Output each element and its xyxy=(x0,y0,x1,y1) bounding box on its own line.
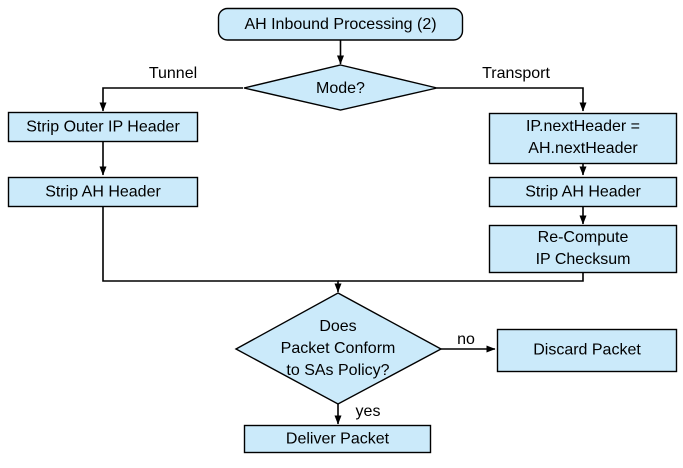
policy-decision-shape xyxy=(234,292,443,405)
edge-tunnel-branch-to-policy xyxy=(102,207,342,293)
mode-decision-label: Mode? xyxy=(316,80,365,97)
ip-next-header-shape xyxy=(488,112,678,165)
recompute-ip-checksum-label-line1: Re-Compute xyxy=(538,229,629,246)
strip-outer-ip-header-label: Strip Outer IP Header xyxy=(26,119,180,136)
node-mode-decision[interactable]: Mode? xyxy=(243,64,438,111)
node-strip-ah-header-tunnel[interactable]: Strip AH Header xyxy=(7,176,199,208)
start-node-label: AH Inbound Processing (2) xyxy=(244,16,436,33)
deliver-packet-label: Deliver Packet xyxy=(286,431,390,448)
node-ip-next-header[interactable]: IP.nextHeader = AH.nextHeader xyxy=(488,112,678,165)
node-deliver-packet[interactable]: Deliver Packet xyxy=(243,424,432,454)
strip-ah-header-tunnel-shape xyxy=(7,176,199,208)
policy-decision-label-line2: Packet Conform xyxy=(281,340,396,357)
node-start-ah-inbound-processing[interactable]: AH Inbound Processing (2) xyxy=(217,7,464,41)
discard-packet-label: Discard Packet xyxy=(533,342,641,359)
policy-decision-label-line3: to SAs Policy? xyxy=(286,362,389,379)
strip-ah-header-transport-shape xyxy=(488,176,678,208)
edge-mode-transport xyxy=(437,87,587,112)
deliver-packet-shape xyxy=(243,424,432,454)
edge-labels-layer: Tunnel Transport no yes xyxy=(149,65,551,420)
mode-decision-shape xyxy=(243,64,438,111)
edge-label-yes: yes xyxy=(356,403,381,420)
strip-ah-header-tunnel-label: Strip AH Header xyxy=(45,184,161,201)
ip-next-header-label-line2: AH.nextHeader xyxy=(528,140,638,157)
start-node-shape xyxy=(217,7,464,41)
edge-label-transport: Transport xyxy=(482,65,550,82)
recompute-ip-checksum-shape xyxy=(488,224,678,274)
edge-mode-tunnel xyxy=(99,87,243,112)
strip-outer-ip-header-shape xyxy=(7,111,199,143)
edge-recompute-to-merge xyxy=(338,272,584,282)
discard-packet-shape xyxy=(496,328,678,373)
node-recompute-ip-checksum[interactable]: Re-Compute IP Checksum xyxy=(488,224,678,274)
edge-label-tunnel: Tunnel xyxy=(149,65,197,82)
edges-layer xyxy=(99,40,587,425)
strip-ah-header-transport-label: Strip AH Header xyxy=(525,184,641,201)
node-strip-outer-ip-header[interactable]: Strip Outer IP Header xyxy=(7,111,199,143)
recompute-ip-checksum-label-line2: IP Checksum xyxy=(536,251,631,268)
node-strip-ah-header-transport[interactable]: Strip AH Header xyxy=(488,176,678,208)
node-policy-decision[interactable]: Does Packet Conform to SAs Policy? xyxy=(234,292,443,405)
node-discard-packet[interactable]: Discard Packet xyxy=(496,328,678,373)
policy-decision-label-line1: Does xyxy=(319,318,356,335)
ip-next-header-label-line1: IP.nextHeader = xyxy=(526,118,640,135)
edge-label-no: no xyxy=(457,331,475,348)
